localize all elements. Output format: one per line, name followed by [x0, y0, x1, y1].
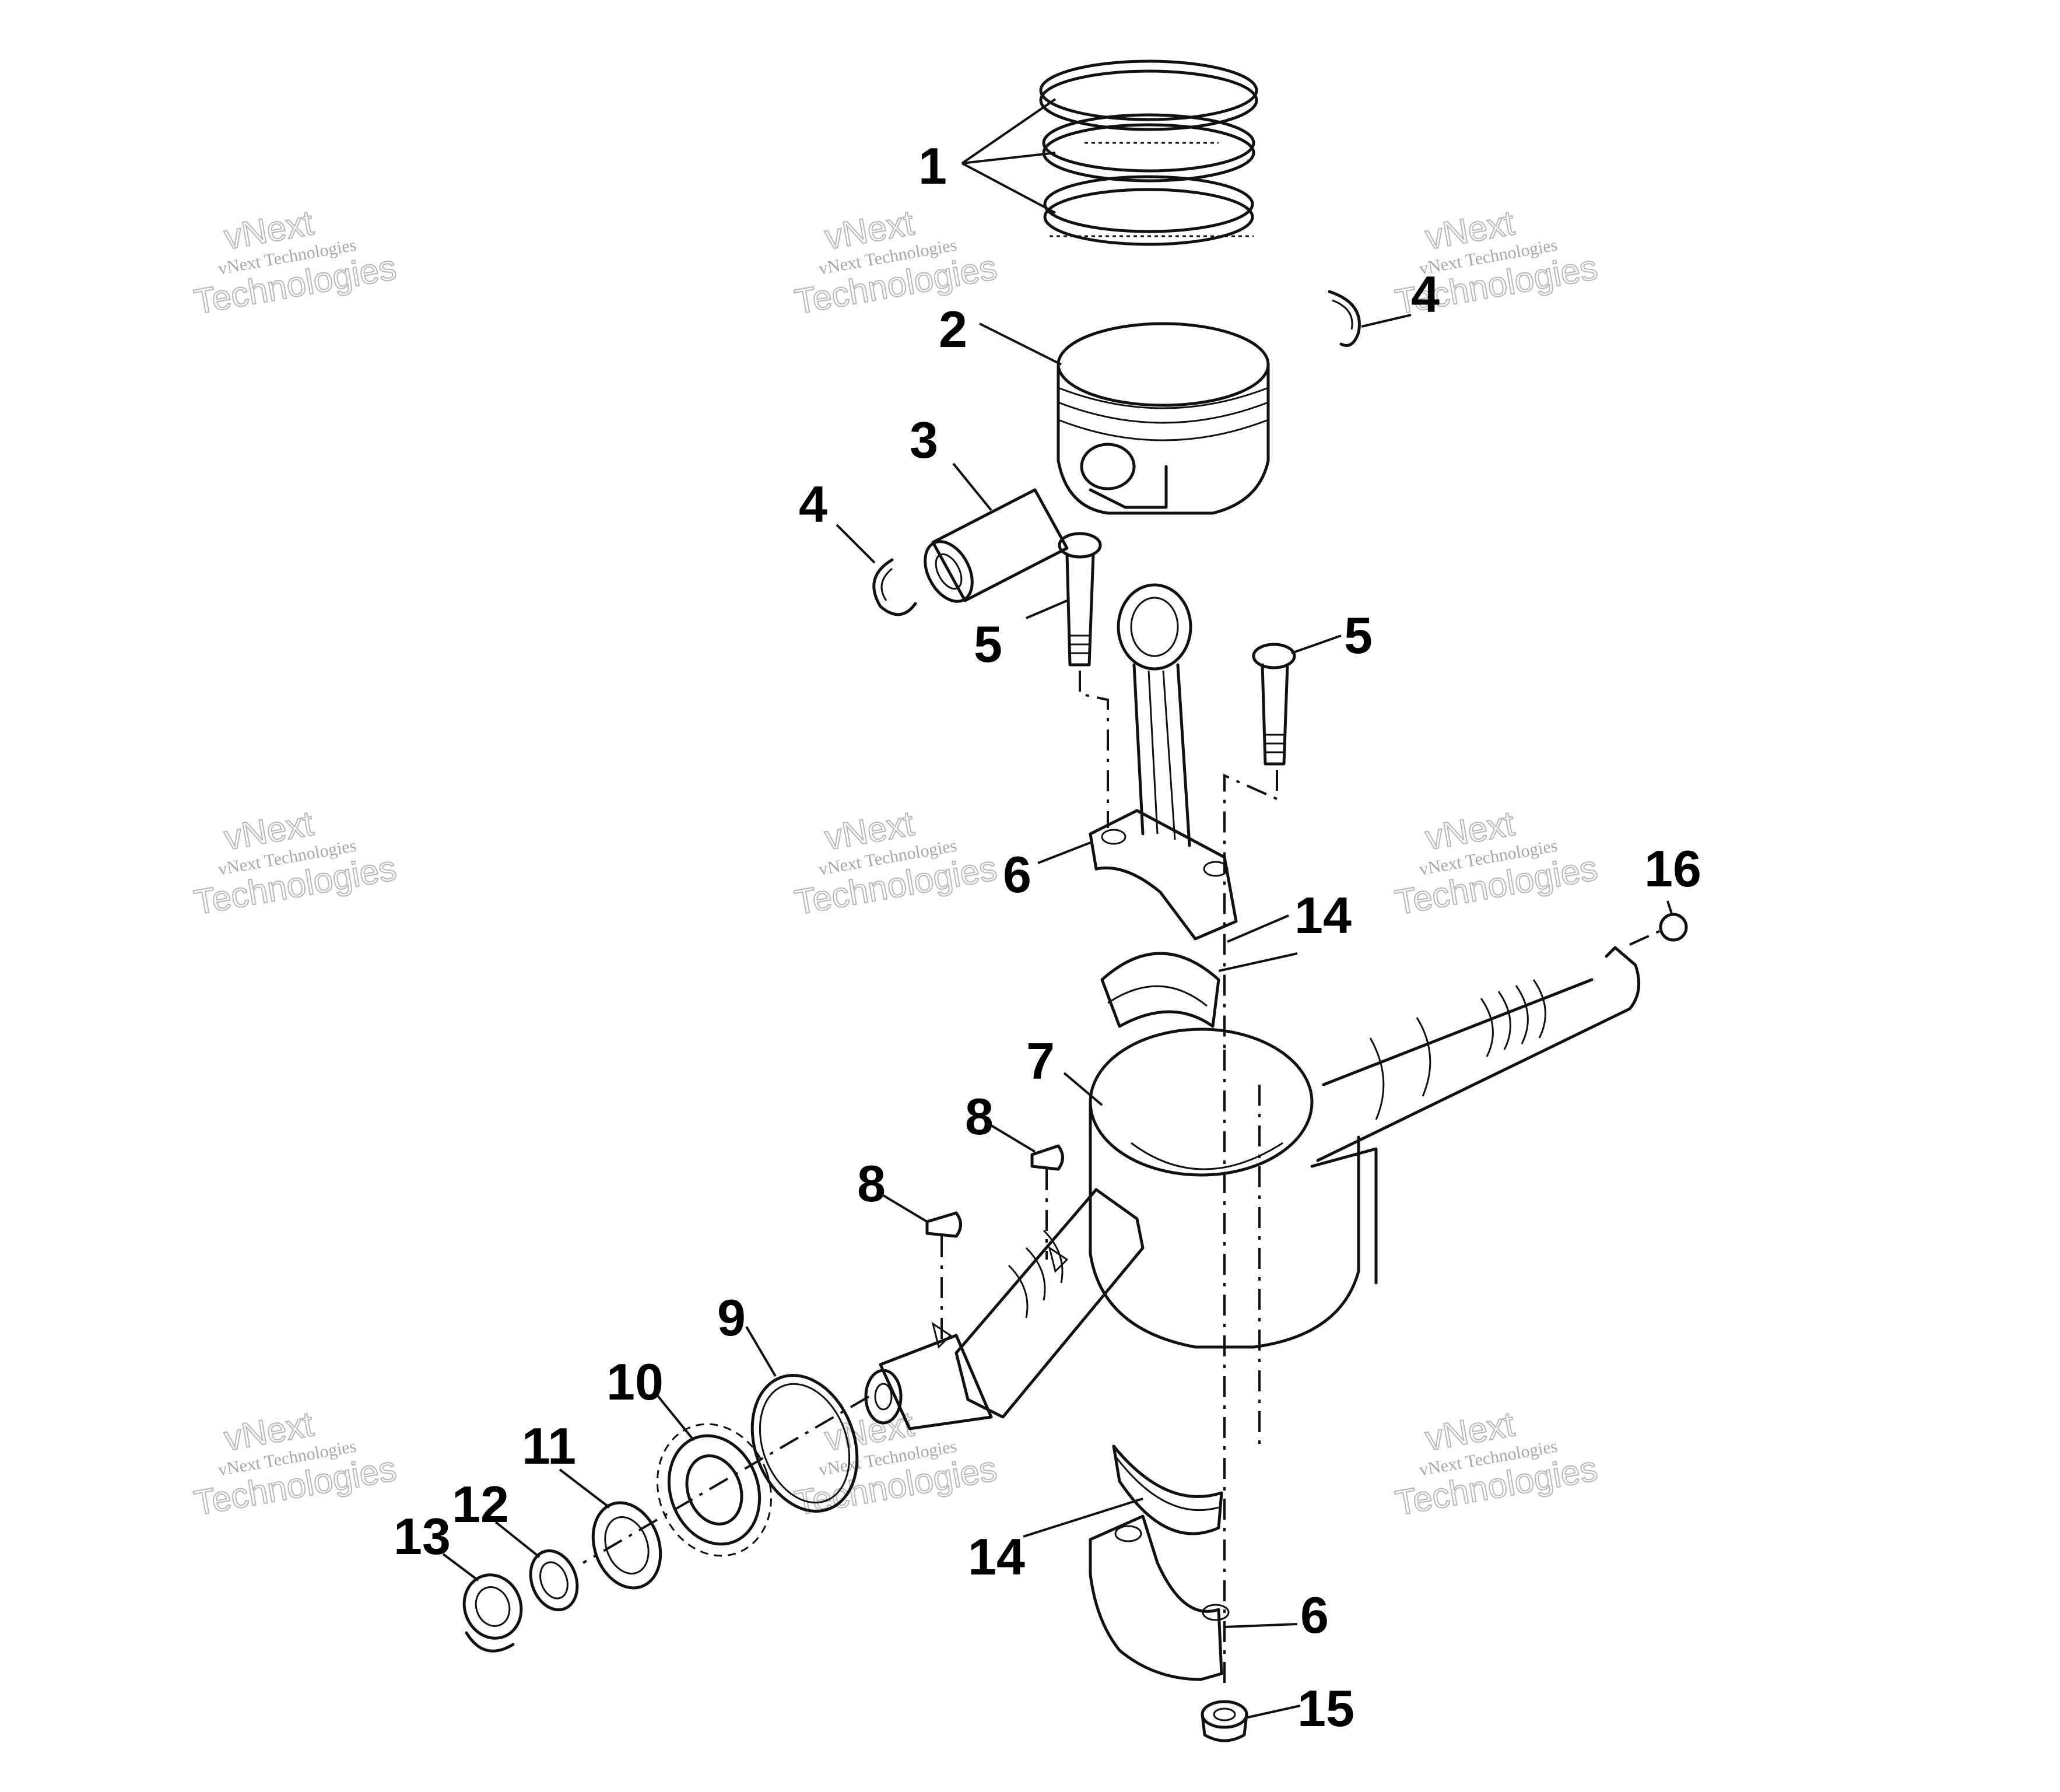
leader-lines: [442, 98, 1673, 1719]
connecting-rod: [1089, 583, 1238, 941]
piston: [1057, 322, 1270, 515]
circlip-left: [872, 558, 917, 616]
rod-bolt-left: [1058, 532, 1102, 667]
piston-rings: [1039, 59, 1258, 246]
callout-6-lower: 6: [1300, 1586, 1329, 1644]
watermark: vNext vNext Technologies Technologies: [191, 202, 400, 322]
watermark: vNext vNext Technologies Technologies: [791, 202, 1001, 322]
rod-cap: [1089, 1514, 1230, 1681]
callout-11: 11: [522, 1417, 576, 1475]
callout-14-upper: 14: [1294, 886, 1352, 944]
callout-7: 7: [1026, 1032, 1055, 1090]
wrist-pin: [924, 488, 1069, 603]
callout-8-upper: 8: [965, 1088, 994, 1145]
callout-9: 9: [717, 1289, 746, 1346]
alignment-lines: [582, 671, 1662, 1691]
watermark: vNext vNext Technologies Technologies: [191, 803, 400, 923]
callout-12: 12: [452, 1475, 509, 1533]
spacer: [591, 1501, 662, 1590]
callout-5-left: 5: [974, 615, 1002, 673]
callout-5-right: 5: [1344, 606, 1373, 664]
bearing-lower: [1112, 1444, 1223, 1535]
callout-14-lower: 14: [968, 1528, 1025, 1586]
callout-6-upper: 6: [1003, 846, 1031, 903]
callout-15: 15: [1297, 1679, 1354, 1737]
watermark: vNext vNext Technologies Technologies: [1392, 803, 1601, 923]
callout-16: 16: [1644, 840, 1701, 897]
crankshaft: [864, 946, 1641, 1430]
lock-washer: [529, 1549, 579, 1612]
callout-4-right: 4: [1411, 265, 1440, 323]
woodruff-key-lower: [925, 1211, 962, 1238]
watermarks: vNext vNext Technologies Technologies vN…: [191, 202, 1601, 1523]
watermark: vNext vNext Technologies Technologies: [791, 803, 1001, 923]
callout-2: 2: [939, 300, 967, 358]
woodruff-key-upper: [1030, 1144, 1064, 1171]
callout-8-lower: 8: [857, 1155, 886, 1212]
callout-10: 10: [606, 1353, 664, 1411]
crank-nut: [462, 1573, 523, 1653]
check-ball: [1659, 913, 1688, 942]
bearing-upper: [1100, 952, 1220, 1028]
callout-1: 1: [918, 137, 947, 195]
rod-nut: [1201, 1700, 1248, 1742]
watermark: vNext vNext Technologies Technologies: [191, 1404, 400, 1523]
callout-3: 3: [910, 411, 938, 469]
callout-4-left: 4: [799, 475, 827, 533]
callout-13: 13: [394, 1507, 451, 1565]
watermark: vNext vNext Technologies Technologies: [1392, 1404, 1601, 1523]
circlip-right: [1328, 290, 1361, 347]
callout-labels: 1 2 3 4 4 5 5 6 6 7 8 8 9 10 11 12 13 14…: [394, 137, 1701, 1737]
sprocket-gear: [656, 1423, 773, 1557]
rod-bolt-right: [1252, 643, 1296, 766]
